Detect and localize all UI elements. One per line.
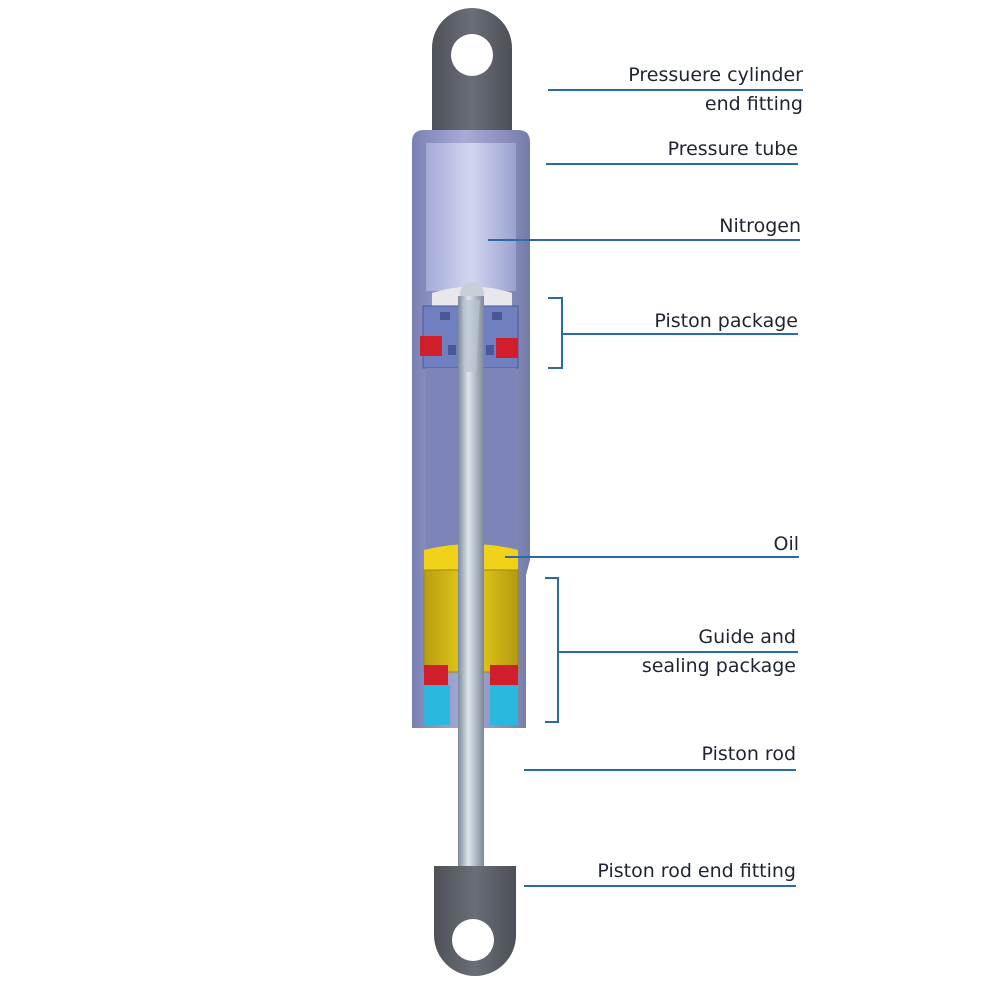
top-mount-hole	[451, 34, 493, 76]
label-piston-rod: Piston rod	[702, 743, 796, 765]
guide-bushing-right	[490, 685, 518, 725]
label-oil: Oil	[773, 533, 799, 555]
guide-seal-red-right	[490, 665, 518, 685]
piston-seal-left	[420, 336, 442, 356]
label-guide-sealing-1: Guide and	[698, 626, 796, 648]
bracket-piston-package	[548, 297, 563, 369]
label-piston-rod-end-fitting: Piston rod end fitting	[597, 860, 796, 882]
label-piston-package: Piston package	[654, 310, 798, 332]
label-nitrogen: Nitrogen	[719, 215, 801, 237]
bottom-end-fitting	[434, 866, 516, 976]
bracket-guide-sealing	[545, 577, 559, 723]
label-guide-sealing-2: sealing package	[642, 655, 796, 677]
nitrogen-chamber	[426, 143, 516, 291]
piston-rod-shape	[458, 296, 484, 870]
label-end-fitting-top-2: end fitting	[705, 93, 803, 115]
piston-seal-right	[496, 338, 518, 358]
top-end-fitting	[432, 8, 512, 132]
guide-seal-red-left	[424, 665, 448, 685]
label-end-fitting-top-1: Pressuere cylinder	[628, 64, 803, 86]
label-pressure-tube: Pressure tube	[668, 138, 798, 160]
guide-bushing-left	[424, 685, 450, 725]
bottom-mount-hole	[452, 919, 494, 961]
